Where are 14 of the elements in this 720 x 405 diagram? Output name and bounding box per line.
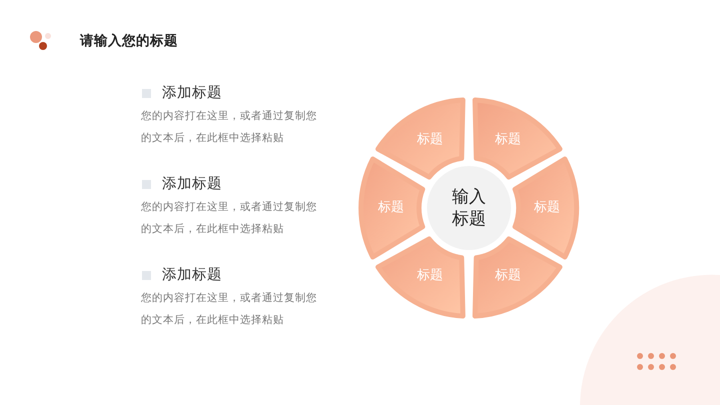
segment-label: 标题 — [416, 131, 444, 150]
item-description: 您的内容打在这里，或者通过复制您的文本后，在此框中选择粘贴 — [141, 291, 317, 328]
item-description: 您的内容打在这里，或者通过复制您的文本后，在此框中选择粘贴 — [141, 200, 317, 237]
center-circle: 输入标题 — [427, 166, 511, 250]
page-title: 请输入您的标题 — [80, 32, 178, 50]
segment-label: 标题 — [494, 266, 522, 285]
item-heading: 添加标题 — [162, 175, 222, 193]
item-heading: 添加标题 — [162, 84, 222, 102]
item-description: 您的内容打在这里，或者通过复制您的文本后，在此框中选择粘贴 — [141, 109, 317, 146]
segment-label: 标题 — [416, 266, 444, 285]
segment-label: 标题 — [532, 198, 561, 217]
segment-label: 标题 — [377, 198, 405, 217]
item-heading: 添加标题 — [162, 266, 222, 284]
segment-label: 标题 — [494, 131, 522, 150]
